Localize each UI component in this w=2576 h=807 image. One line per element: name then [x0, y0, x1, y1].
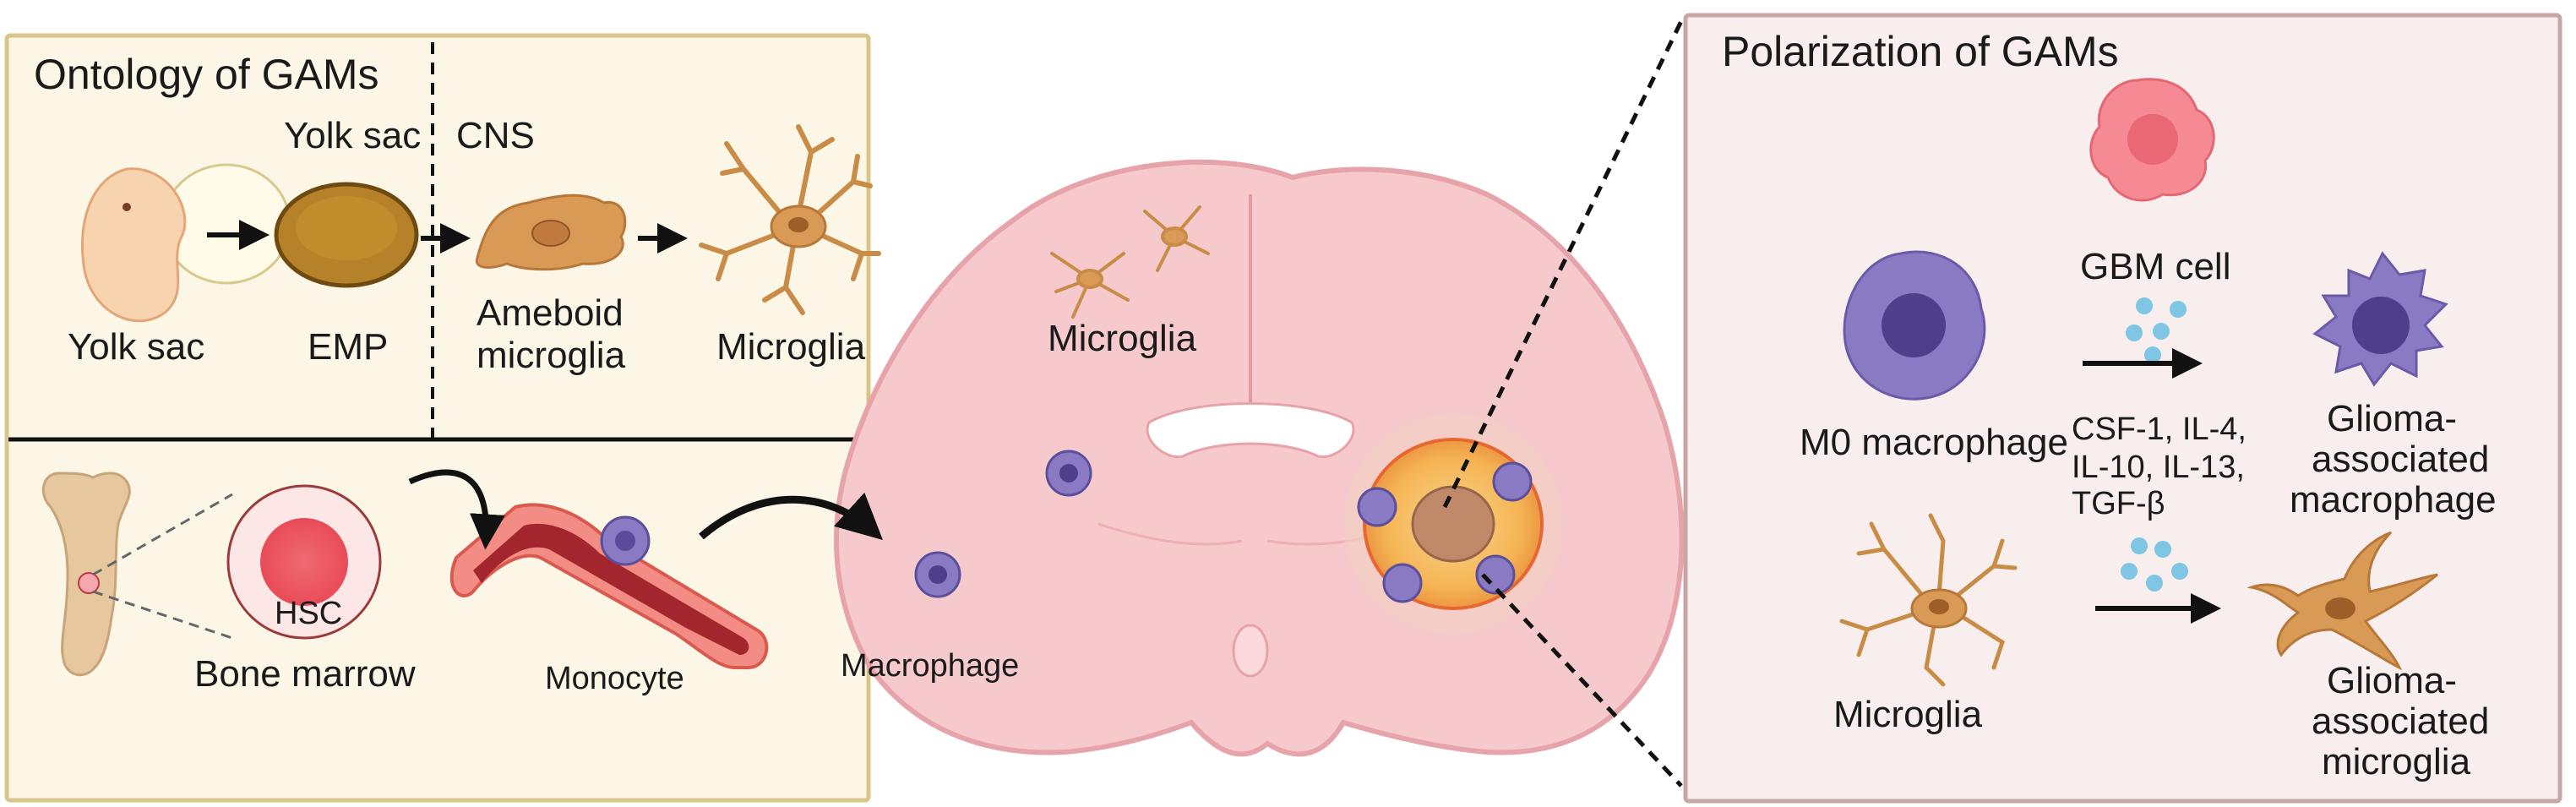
brain-section: Microglia Macrophage	[699, 159, 1685, 757]
ontology-title: Ontology of GAMs	[34, 51, 379, 98]
glioma-associated-macrophage-icon	[2312, 251, 2448, 387]
polarization-title: Polarization of GAMs	[1722, 28, 2119, 75]
ameboid-label-line2: microglia	[477, 335, 626, 376]
gam-macrophage-line3: macrophage	[2290, 479, 2497, 521]
microglia-icon	[699, 124, 881, 315]
gam-microglia-line3: microglia	[2322, 741, 2471, 782]
cytokines-line3: TGF-β	[2072, 486, 2165, 521]
cytokines-line1: CSF-1, IL-4,	[2072, 412, 2247, 447]
gam-microglia-line1: Glioma-	[2327, 660, 2457, 701]
zoom-line-to-polarization-top	[1442, 19, 1684, 509]
ontology-panel: Ontology of GAMs Yolk sac CNS Yolk sac E…	[4, 33, 881, 803]
monocyte-label: Monocyte	[545, 661, 684, 696]
m0-macrophage-icon	[1843, 250, 1986, 401]
hsc-to-monocyte-arrow	[408, 469, 505, 550]
cytokine-dots-bottom	[2121, 537, 2188, 592]
yolk-sac-header: Yolk sac	[284, 115, 421, 156]
hsc-label: HSC	[275, 596, 342, 631]
polarization-panel: Polarization of GAMs GBM cell M0 macroph…	[1683, 13, 2562, 804]
brain-macrophage-label: Macrophage	[841, 648, 1019, 684]
monocyte-to-brain-arrow	[699, 492, 883, 541]
ameboid-label-line1: Ameboid	[477, 292, 624, 334]
gbm-cell-label: GBM cell	[2080, 246, 2230, 287]
gam-macrophage-line1: Glioma-	[2327, 398, 2457, 439]
embryo-yolk-sac-icon	[80, 163, 291, 323]
brain-microglia-label: Microglia	[1048, 318, 1197, 359]
gam-microglia-line2: associated	[2312, 701, 2489, 742]
blood-vessel-icon	[449, 503, 769, 669]
polarization-microglia-icon	[1839, 513, 2018, 687]
brain-macrophage-icons	[914, 450, 1092, 598]
lateral-ventricles	[1146, 402, 1355, 459]
hsc-cell-icon	[226, 484, 382, 640]
zoom-line-top	[92, 493, 233, 576]
gbm-cell-icon	[2089, 78, 2215, 202]
yolk-sac-label: Yolk sac	[68, 326, 204, 368]
polarization-microglia-label: Microglia	[1833, 694, 1983, 735]
cytokine-dots-top	[2126, 297, 2187, 363]
zoom-line-to-polarization-bottom	[1481, 573, 1683, 788]
brain-microglia-icon	[1050, 205, 1210, 319]
bone-icon	[41, 472, 131, 677]
glioma-associated-microglia-icon	[2247, 531, 2438, 671]
cytokines-line2: IL-10, IL-13,	[2072, 450, 2245, 485]
zoom-line-bottom	[92, 590, 233, 640]
emp-cell-icon	[274, 182, 419, 288]
cns-header: CNS	[456, 115, 535, 156]
microglia-label-left: Microglia	[716, 326, 866, 368]
ontology-panel-bg	[4, 33, 871, 803]
bone-marrow-label: Bone marrow	[194, 653, 416, 695]
m0-macrophage-label: M0 macrophage	[1800, 422, 2068, 463]
ameboid-microglia-icon	[475, 194, 627, 271]
emp-label: EMP	[308, 326, 388, 368]
tumor-mass	[1343, 414, 1563, 634]
gam-macrophage-line2: associated	[2312, 439, 2489, 480]
